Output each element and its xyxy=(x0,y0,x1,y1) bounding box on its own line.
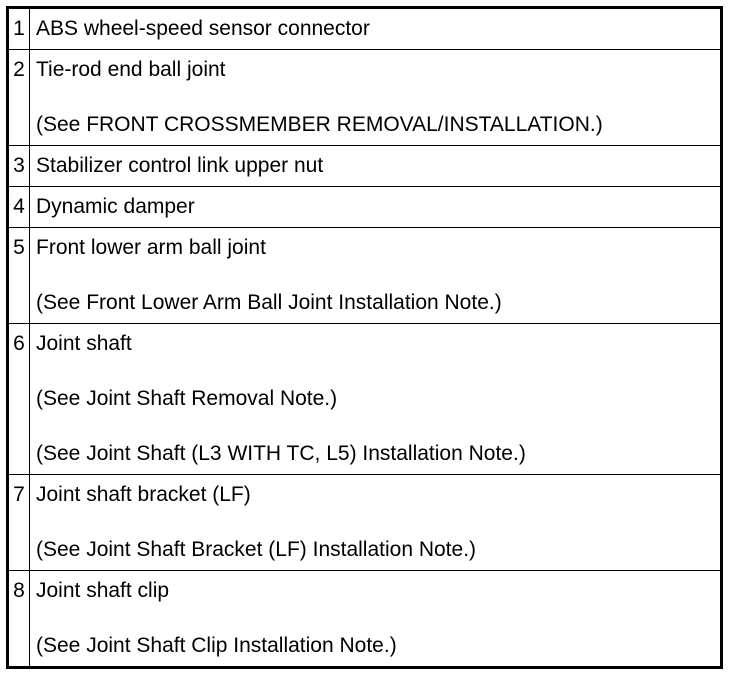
table-row: 3 Stabilizer control link upper nut xyxy=(7,145,722,187)
table-row: 6 Joint shaft (See Joint Shaft Removal N… xyxy=(7,323,722,475)
step-description: Joint shaft clip (See Joint Shaft Clip I… xyxy=(29,570,722,668)
step-number: 6 xyxy=(7,323,30,475)
step-text: Joint shaft xyxy=(36,332,132,355)
step-description: Joint shaft (See Joint Shaft Removal Not… xyxy=(29,323,722,475)
step-description: Tie-rod end ball joint (See FRONT CROSSM… xyxy=(29,49,722,146)
step-description: Joint shaft bracket (LF) (See Joint Shaf… xyxy=(29,474,722,571)
step-reference: (See Joint Shaft (L3 WITH TC, L5) Instal… xyxy=(36,442,526,465)
step-description: Dynamic damper xyxy=(29,186,722,228)
step-text: Tie-rod end ball joint xyxy=(36,58,226,81)
step-number: 8 xyxy=(7,570,30,668)
step-description: Stabilizer control link upper nut xyxy=(29,145,722,187)
table-row: 5 Front lower arm ball joint (See Front … xyxy=(7,227,722,324)
step-text: Dynamic damper xyxy=(36,195,195,218)
step-text: ABS wheel-speed sensor connector xyxy=(36,17,370,40)
step-number: 4 xyxy=(7,186,30,228)
step-text: Joint shaft bracket (LF) xyxy=(36,483,251,506)
table-row: 7 Joint shaft bracket (LF) (See Joint Sh… xyxy=(7,474,722,571)
step-text: Front lower arm ball joint xyxy=(36,236,266,259)
step-reference: (See Joint Shaft Bracket (LF) Installati… xyxy=(36,538,477,561)
step-number: 7 xyxy=(7,474,30,571)
step-description: ABS wheel-speed sensor connector xyxy=(29,7,722,50)
step-reference: (See Joint Shaft Removal Note.) xyxy=(36,387,338,410)
step-number: 3 xyxy=(7,145,30,187)
table-row: 4 Dynamic damper xyxy=(7,186,722,228)
step-reference: (See Front Lower Arm Ball Joint Installa… xyxy=(36,291,502,314)
step-number: 1 xyxy=(7,7,30,50)
step-number: 2 xyxy=(7,49,30,146)
table-row: 8 Joint shaft clip (See Joint Shaft Clip… xyxy=(7,570,722,668)
step-description: Front lower arm ball joint (See Front Lo… xyxy=(29,227,722,324)
step-text: Joint shaft clip xyxy=(36,579,170,602)
step-number: 5 xyxy=(7,227,30,324)
table-row: 1 ABS wheel-speed sensor connector xyxy=(7,7,722,50)
step-reference: (See FRONT CROSSMEMBER REMOVAL/INSTALLAT… xyxy=(36,113,603,136)
step-text: Stabilizer control link upper nut xyxy=(36,154,324,177)
table-row: 2 Tie-rod end ball joint (See FRONT CROS… xyxy=(7,49,722,146)
step-reference: (See Joint Shaft Clip Installation Note.… xyxy=(36,634,397,657)
procedure-table: 1 ABS wheel-speed sensor connector 2 Tie… xyxy=(6,6,723,669)
